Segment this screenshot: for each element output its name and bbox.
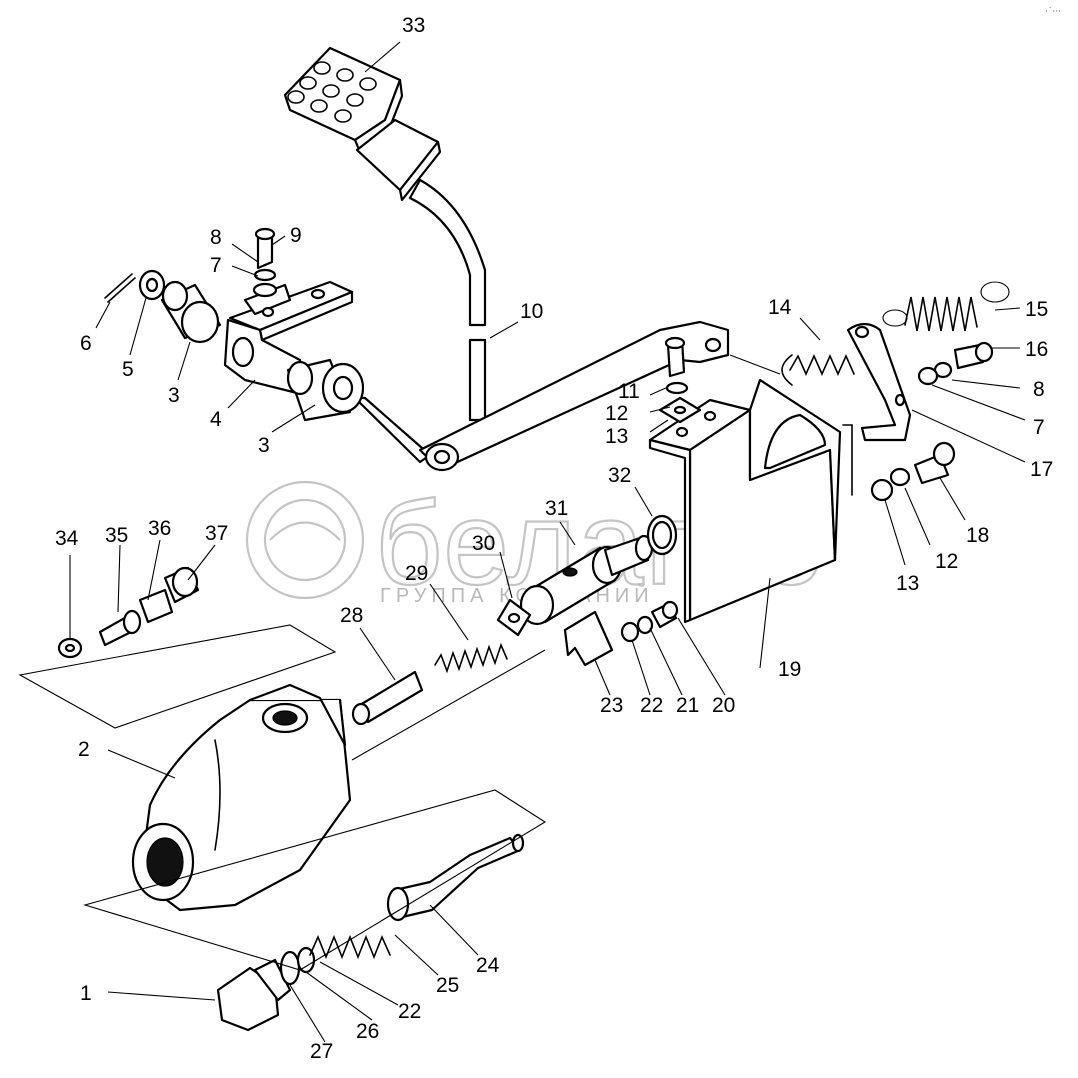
leader-lines — [69, 41, 1026, 1043]
callout-14: 14 — [768, 296, 792, 319]
callout-9: 9 — [290, 224, 302, 247]
callout-13b: 13 — [896, 572, 919, 595]
ring-logo-icon — [245, 480, 365, 600]
callout-11: 11 — [618, 380, 640, 403]
callout-23: 23 — [600, 694, 623, 717]
callout-8a: 8 — [210, 226, 222, 249]
bolt-9-stack — [252, 227, 278, 298]
callout-13a: 13 — [605, 425, 628, 448]
pedal-shaft — [353, 320, 730, 472]
spring-15 — [882, 281, 1010, 332]
callout-29: 29 — [405, 562, 428, 585]
valve-piston — [519, 534, 654, 626]
pedal-arm — [355, 118, 487, 422]
cotter-pin-6 — [104, 273, 136, 303]
callout-1: 1 — [80, 982, 92, 1005]
valve-body — [131, 683, 352, 912]
callout-24: 24 — [476, 954, 500, 977]
callout-21: 21 — [676, 694, 699, 717]
plunger-24 — [386, 833, 525, 922]
callout-31: 31 — [545, 497, 568, 520]
gasket-30 — [496, 598, 532, 637]
small-parts-34-37 — [57, 566, 200, 659]
return-lever-17 — [846, 322, 912, 442]
o-ring-32 — [646, 514, 678, 556]
bushing-left — [160, 280, 222, 344]
spring-29 — [434, 642, 508, 674]
callout-5: 5 — [122, 358, 134, 381]
callout-34: 34 — [55, 527, 79, 550]
callout-16: 16 — [1025, 338, 1048, 361]
washer-5 — [138, 269, 166, 301]
assembly-guides — [18, 354, 781, 971]
bolt-18 — [870, 441, 956, 502]
corner-mark: ·˙··· — [1045, 7, 1061, 17]
callout-17: 17 — [1030, 458, 1053, 481]
callout-22a: 22 — [640, 694, 663, 717]
mounting-bracket — [648, 378, 853, 624]
shaft-bracket — [223, 280, 354, 397]
callout-36: 36 — [148, 517, 171, 540]
callout-28: 28 — [340, 604, 363, 627]
callout-25: 25 — [436, 974, 459, 997]
callout-10: 10 — [520, 300, 543, 323]
callout-35: 35 — [105, 524, 128, 547]
washers-20-22 — [620, 600, 679, 643]
bolt-11-stack — [658, 336, 702, 424]
plug-1 — [216, 958, 292, 1032]
callout-3b: 3 — [258, 434, 270, 457]
stop-plate-23 — [563, 610, 614, 667]
callout-32: 32 — [608, 464, 631, 487]
watermark-subtitle: ГРУППА КОМПАНИЙ — [380, 583, 654, 607]
callout-27: 27 — [310, 1040, 333, 1063]
callout-15: 15 — [1025, 298, 1048, 321]
spring-25 — [309, 934, 391, 960]
callout-26: 26 — [356, 1020, 379, 1043]
callout-3a: 3 — [168, 384, 180, 407]
callout-12b: 12 — [935, 550, 958, 573]
pin-28 — [351, 670, 424, 726]
callout-12a: 12 — [605, 402, 628, 425]
callout-7b: 7 — [1033, 416, 1045, 439]
callout-20: 20 — [712, 694, 735, 717]
callout-18: 18 — [966, 524, 989, 547]
callout-19: 19 — [778, 658, 801, 681]
callout-4: 4 — [210, 408, 222, 431]
callout-2: 2 — [78, 738, 90, 761]
bushing-right — [286, 358, 365, 422]
callout-numbers: 33 10 8 9 7 6 5 3 4 3 14 15 16 8 7 17 18… — [55, 14, 1053, 1063]
callout-37: 37 — [205, 522, 228, 545]
washers-26-27 — [279, 946, 316, 986]
callout-8b: 8 — [1033, 378, 1045, 401]
callout-7a: 7 — [210, 254, 222, 277]
callout-33: 33 — [402, 14, 425, 37]
bolt-16 — [917, 341, 994, 386]
callout-30: 30 — [472, 532, 495, 555]
callout-22b: 22 — [398, 1000, 421, 1023]
callout-6: 6 — [80, 332, 92, 355]
